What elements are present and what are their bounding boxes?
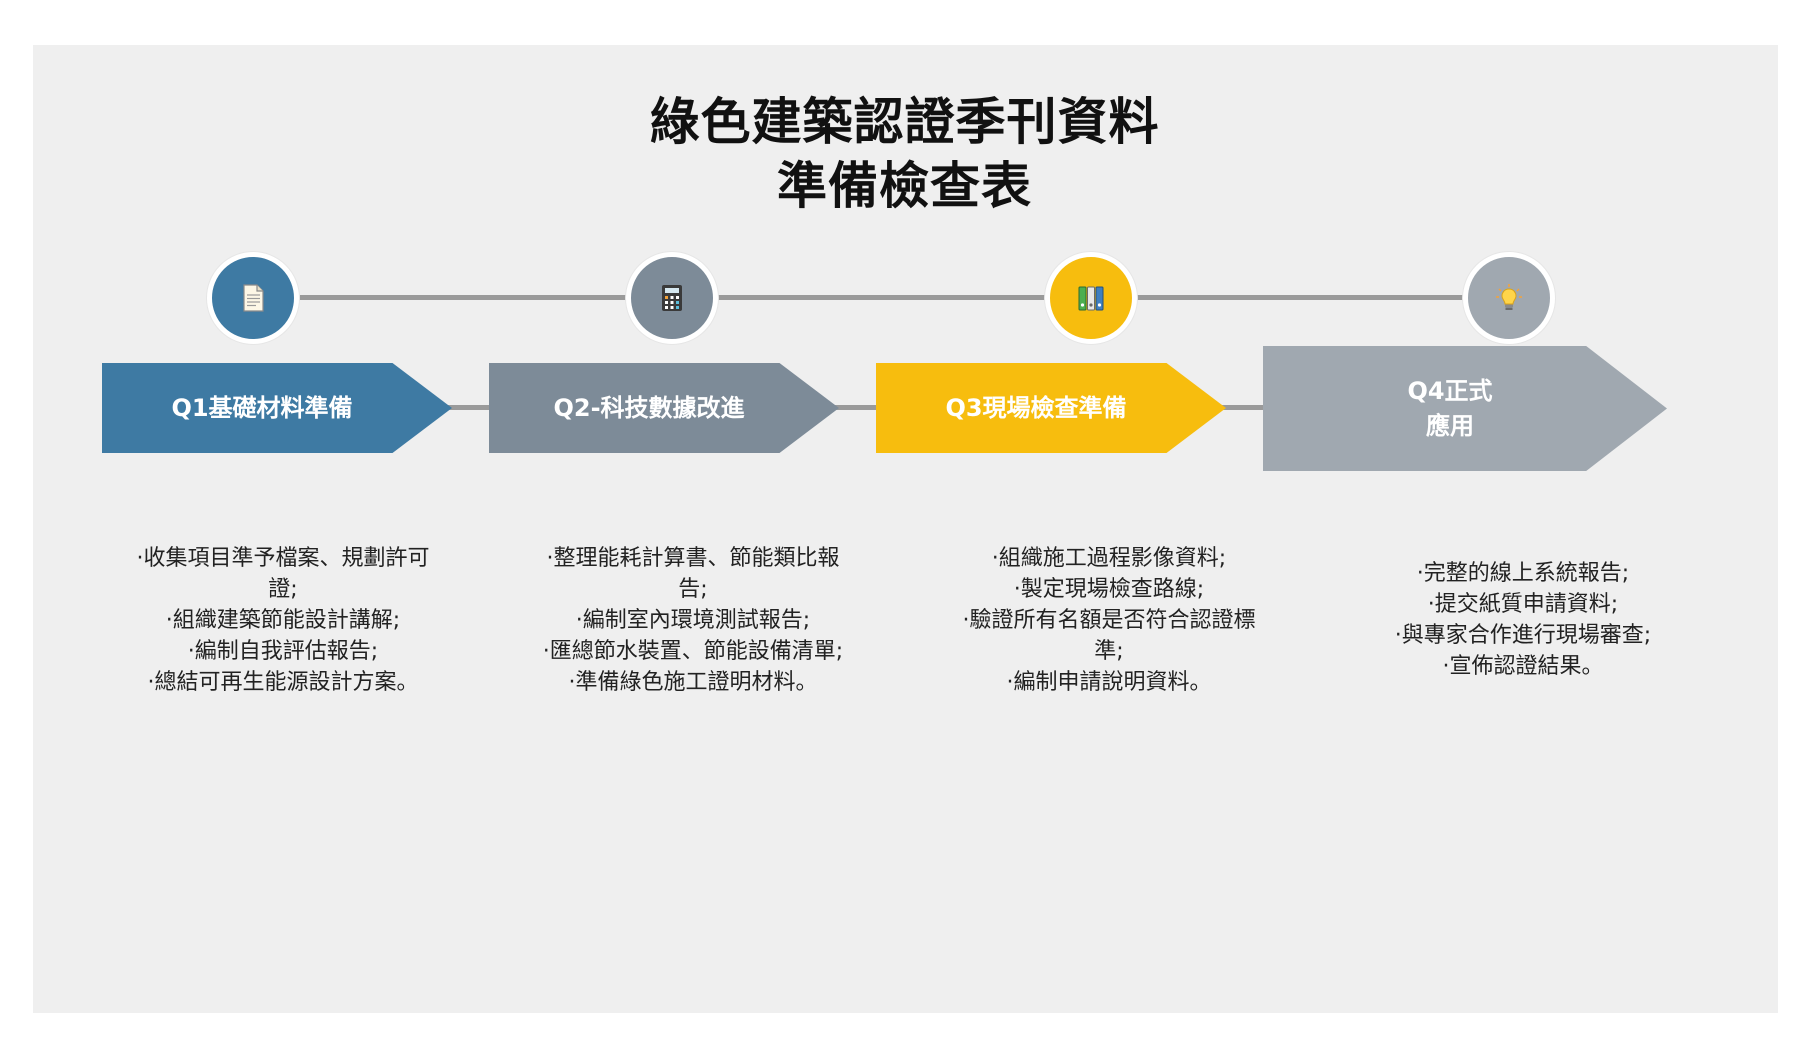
title-line-2: 準備檢查表	[777, 157, 1032, 215]
stage-4-node	[1463, 252, 1555, 344]
stage-2-item: ·編制室內環境測試報告;	[575, 608, 811, 633]
node-connector-2	[718, 295, 1048, 300]
stage-1-label-arrow: Q1基礎材料準備	[102, 363, 452, 453]
title-line-1: 綠色建築認證季刊資料	[649, 93, 1160, 151]
stage-1-label-line-1: Q1基礎材料準備	[171, 393, 353, 422]
node-connector-1	[300, 295, 630, 300]
binders-icon	[1078, 286, 1104, 311]
stage-2-item: ·準備綠色施工證明材料。	[568, 670, 818, 695]
stage-1-item: ·總結可再生能源設計方案。	[147, 670, 419, 695]
stage-1-item: ·組織建築節能設計講解;	[165, 608, 401, 633]
stage-4-label-arrow: Q4正式 應用	[1263, 346, 1667, 471]
document-icon	[243, 284, 264, 312]
stage-1-item: ·編制自我評估報告;	[187, 639, 379, 664]
stage-3-item: 準;	[1094, 639, 1124, 664]
stage-2-item: ·整理能耗計算書、節能類比報	[546, 546, 840, 571]
stage-2-description: ·整理能耗計算書、節能類比報 告; ·編制室內環境測試報告; ·匯總節水裝置、節…	[510, 543, 876, 698]
stage-4-item: ·提交紙質申請資料;	[1427, 592, 1619, 617]
arrow-connector-1	[445, 405, 490, 410]
stage-3-description: ·組織施工過程影像資料; ·製定現場檢查路線; ·驗證所有名額是否符合認證標 準…	[926, 543, 1292, 698]
stage-1-item: 證;	[268, 577, 298, 602]
stage-2-label-arrow: Q2-科技數據改進	[489, 363, 839, 453]
stage-4-label-line-1: Q4正式	[1407, 376, 1493, 405]
stage-4-description: ·完整的線上系統報告; ·提交紙質申請資料; ·與專家合作進行現場審查; ·宣佈…	[1340, 558, 1706, 682]
stage-1-description: ·收集項目準予檔案、規劃許可 證; ·組織建築節能設計講解; ·編制自我評估報告…	[100, 543, 466, 698]
stage-1-node	[207, 252, 299, 344]
stage-1-item: ·收集項目準予檔案、規劃許可	[136, 546, 430, 571]
stage-2-label-line-1: Q2-科技數據改進	[553, 393, 745, 422]
calculator-icon	[662, 285, 682, 311]
stage-3-item: ·組織施工過程影像資料;	[991, 546, 1227, 571]
stage-3-item: ·驗證所有名額是否符合認證標	[962, 608, 1256, 633]
stage-2-item: ·匯總節水裝置、節能設備清單;	[542, 639, 844, 664]
stage-3-item: ·製定現場檢查路線;	[1013, 577, 1205, 602]
stage-4-label-line-2: 應用	[1425, 411, 1474, 440]
stage-3-label-arrow: Q3現場檢查準備	[876, 363, 1226, 453]
page-title: 綠色建築認證季刊資料 準備檢查表	[0, 90, 1809, 218]
arrow-connector-3	[1220, 405, 1265, 410]
background-panel	[33, 45, 1778, 1013]
node-connector-3	[1136, 295, 1466, 300]
arrow-connector-2	[833, 405, 878, 410]
stage-2-node	[626, 252, 718, 344]
stage-4-item: ·完整的線上系統報告;	[1416, 561, 1630, 586]
stage-3-label-line-1: Q3現場檢查準備	[945, 393, 1127, 422]
lightbulb-icon	[1496, 284, 1522, 310]
stage-3-item: ·編制申請說明資料。	[1006, 670, 1212, 695]
stage-2-item: 告;	[678, 577, 708, 602]
stage-4-item: ·宣佈認證結果。	[1442, 654, 1604, 679]
stage-3-node	[1045, 252, 1137, 344]
stage-4-item: ·與專家合作進行現場審查;	[1394, 623, 1652, 648]
